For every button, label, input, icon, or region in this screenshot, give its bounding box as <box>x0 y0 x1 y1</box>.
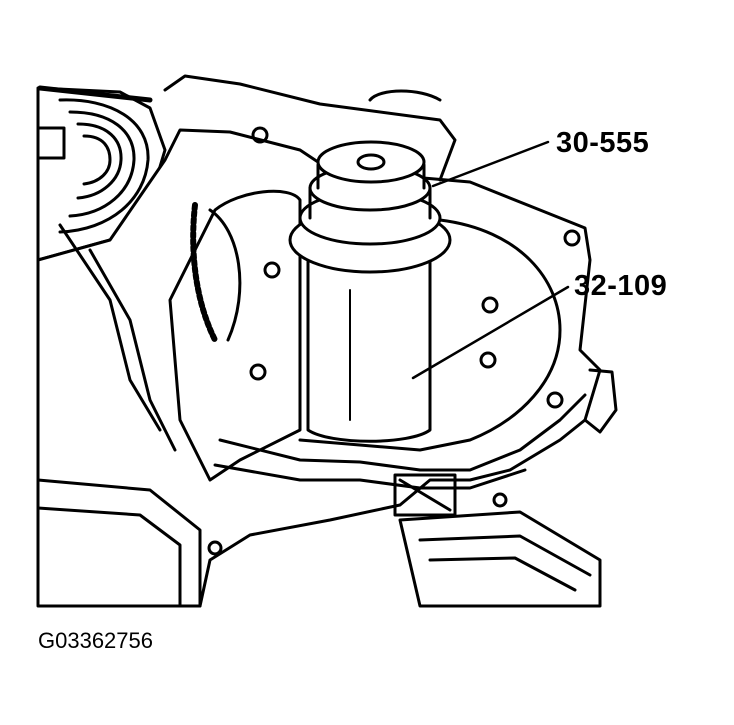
leader-line-32-109 <box>411 285 570 380</box>
callout-label-tool-30-555: 30-555 <box>556 127 650 159</box>
callout-label-tool-32-109: 32-109 <box>574 270 668 302</box>
special-tool-cylinder <box>288 140 452 443</box>
figure-id: G03362756 <box>38 628 153 653</box>
leader-line-30-555 <box>431 140 550 188</box>
